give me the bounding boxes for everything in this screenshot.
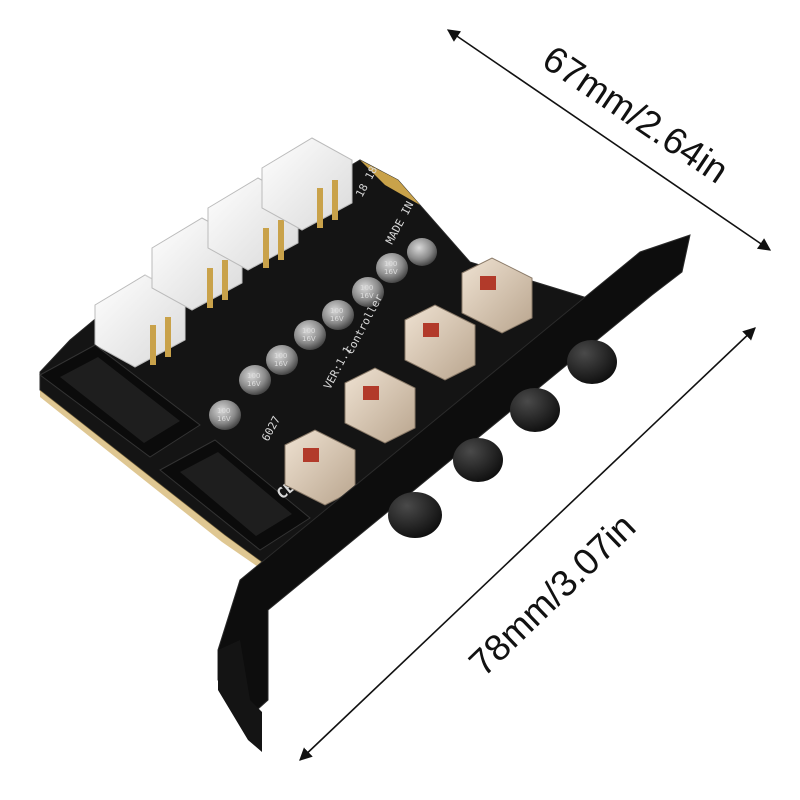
molex-connector xyxy=(261,137,353,231)
capacitor xyxy=(407,238,437,266)
capacitor-group: 100 16V 100 16V 100 16V 100 16V 100 16V … xyxy=(209,238,437,430)
capacitor: 100 16V xyxy=(352,277,384,307)
svg-text:16V: 16V xyxy=(247,380,261,388)
knob xyxy=(510,388,560,432)
svg-text:100: 100 xyxy=(247,372,260,380)
bracket-tab xyxy=(218,640,262,752)
capacitor: 100 16V xyxy=(239,365,271,395)
svg-text:16V: 16V xyxy=(330,315,344,323)
switch xyxy=(404,304,476,381)
capacitor: 100 16V xyxy=(266,345,298,375)
height-label: 78mm/3.07in xyxy=(461,506,643,684)
pcb-edge xyxy=(40,390,280,582)
knob xyxy=(388,492,442,538)
svg-text:16V: 16V xyxy=(217,415,231,423)
switch xyxy=(284,429,356,506)
svg-text:100: 100 xyxy=(360,284,373,292)
switch xyxy=(344,367,416,444)
svg-text:100: 100 xyxy=(217,407,230,415)
knob xyxy=(567,340,617,384)
capacitor: 100 16V xyxy=(294,320,326,350)
switch xyxy=(461,257,533,334)
height-arrow-line xyxy=(299,327,756,761)
svg-text:16V: 16V xyxy=(360,292,374,300)
width-label: 67mm/2.64in xyxy=(536,38,736,192)
svg-text:16V: 16V xyxy=(384,268,398,276)
sata-connector xyxy=(39,344,201,458)
svg-text:100: 100 xyxy=(274,352,287,360)
svg-text:100: 100 xyxy=(302,327,315,335)
svg-text:16V: 16V xyxy=(302,335,316,343)
pcie-gold-edge xyxy=(360,160,420,205)
capacitor: 100 16V xyxy=(376,253,408,283)
capacitor: 100 16V xyxy=(322,300,354,330)
dimension-width: 67mm/2.64in xyxy=(446,29,772,251)
svg-text:100: 100 xyxy=(330,307,343,315)
width-arrow-line xyxy=(446,29,772,251)
capacitor: 100 16V xyxy=(209,400,241,430)
sata-connector xyxy=(159,439,311,551)
svg-text:16V: 16V xyxy=(274,360,288,368)
svg-text:100: 100 xyxy=(384,260,397,268)
knob xyxy=(453,438,503,482)
